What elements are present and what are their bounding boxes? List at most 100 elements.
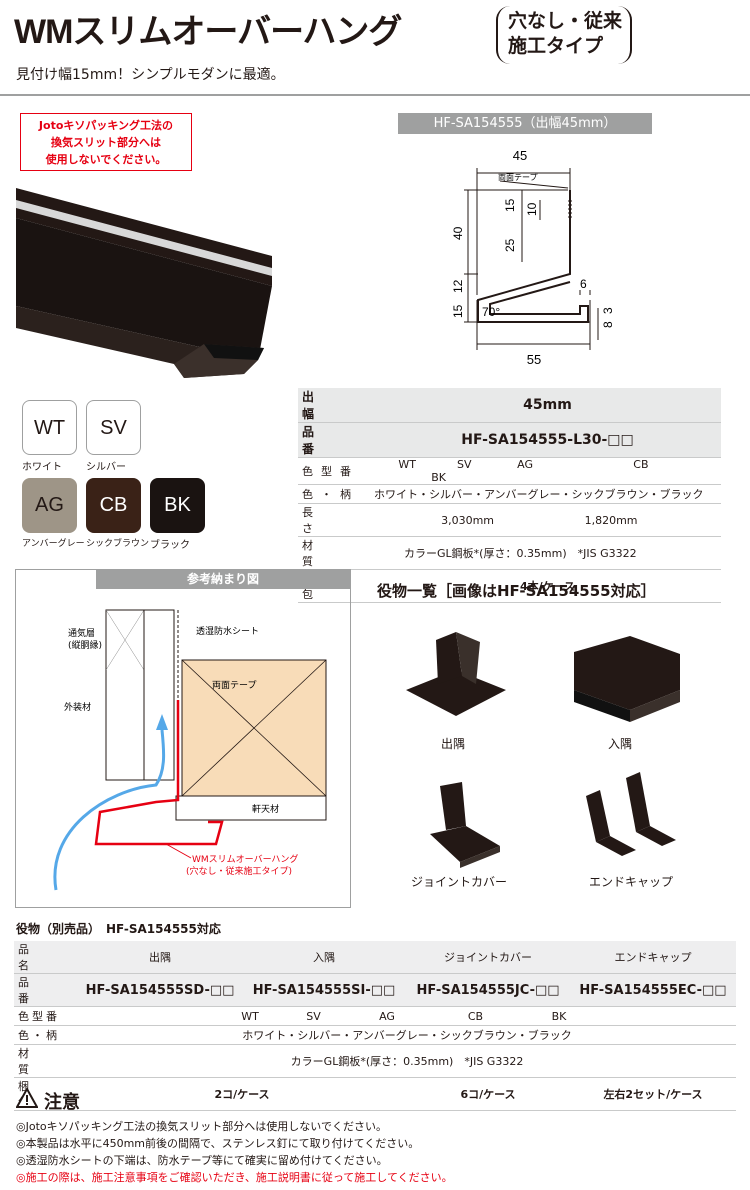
spec-color-code-label: 色型番 [298, 457, 374, 485]
acc-color-codes: WT SV AG CB BK [78, 1006, 736, 1026]
swatch-wt-label: ホワイト [22, 462, 62, 473]
diagram-label-product1: WMスリムオーバーハング [192, 853, 298, 865]
accessory-end-cap-label: エンドキャップ [588, 875, 673, 889]
spec-part-label: 品 番 [298, 422, 374, 458]
page-title: WMスリムオーバーハング [14, 13, 402, 51]
acc-code-sv: SV [306, 1009, 321, 1023]
accessory-inside-corner-label: 入隅 [607, 737, 632, 751]
acc-row-part: 品 番 HF-SA154555SD-□□ HF-SA154555SI-□□ HF… [14, 973, 736, 1007]
note-item-4: ◎施工の際は、施工注意事項をご確認いただき、施工説明書に従って施工してください。 [16, 1171, 453, 1184]
spec-length-values: 3,030mm 1,820mm [374, 503, 721, 537]
spec-table: 出 幅 45mm 品 番 HF-SA154555-L30-□□ 色型番 WT S… [298, 388, 721, 603]
badge-line-2: 施工タイプ [508, 35, 604, 57]
acc-code-wt: WT [241, 1009, 259, 1023]
spec-row-material: 材 質 カラーGL鋼板*(厚さ：0.35mm) *JIS G3322 [298, 536, 721, 570]
warning-line-2: 換気スリット部分へは [51, 136, 161, 149]
spec-code-wt: WT [398, 458, 416, 471]
spec-length-2: 1,820mm [584, 513, 638, 527]
spec-material-label: 材 質 [298, 536, 374, 570]
swatch-ag: AG アンバーグレー [22, 478, 85, 549]
spec-row-width: 出 幅 45mm [298, 388, 721, 423]
accessory-table: 品 名 出隅 入隅 ジョイントカバー エンドキャップ 品 番 HF-SA1545… [14, 941, 736, 1111]
dim-8: 8 [601, 321, 615, 328]
acc-name-4: エンドキャップ [570, 941, 736, 974]
swatch-bk-label: ブラック [150, 540, 190, 551]
spec-code-bk: BK [431, 471, 446, 484]
spec-width-label: 出 幅 [298, 388, 374, 423]
acc-part-label: 品 番 [14, 973, 78, 1007]
spec-row-length: 長 さ 3,030mm 1,820mm [298, 503, 721, 537]
spec-code-ag: AG [517, 458, 533, 471]
spec-row-color: 色・柄 ホワイト・シルバー・アンバーグレー・シックブラウン・ブラック [298, 484, 721, 504]
spec-row-color-code: 色型番 WT SV AG CB BK [298, 457, 721, 485]
reference-diagram: 通気層 (縦胴縁) 透湿防水シート 両面テープ 外装材 軒天材 WMスリムオーバ… [53, 609, 327, 891]
diagram-label-siding: 外装材 [64, 701, 91, 713]
swatch-bk-box: BK [150, 478, 205, 533]
accessory-joint-cover-label: ジョイントカバー [410, 875, 507, 889]
acc-part-3: HF-SA154555JC-□□ [406, 973, 570, 1007]
header-divider [0, 94, 750, 96]
acc-name-1: 出隅 [78, 941, 242, 974]
type-badge: 穴なし・従来 施工タイプ [496, 6, 632, 64]
acc-row-color-code: 色型番 WT SV AG CB BK [14, 1006, 736, 1026]
acc-name-2: 入隅 [242, 941, 406, 974]
spec-row-part: 品 番 HF-SA154555-L30-□□ [298, 422, 721, 458]
acc-pack-1: 2コ/ケース [78, 1077, 406, 1111]
acc-material-label: 材 質 [14, 1044, 78, 1078]
dim-6: 6 [580, 277, 587, 291]
diagram-label-eaves: 軒天材 [252, 803, 279, 815]
warning-line-1: Jotoキソパッキング工法の [38, 119, 174, 132]
acc-pack-2: 6コ/ケース [406, 1077, 570, 1111]
swatch-cb-box: CB [86, 478, 141, 533]
acc-part-1: HF-SA154555SD-□□ [78, 973, 242, 1007]
swatch-sv-label: シルバー [86, 462, 126, 473]
note-item-1: ◎Jotoキソパッキング工法の換気スリット部分へは使用しないでください。 [16, 1120, 387, 1133]
spec-color-codes: WT SV AG CB BK [374, 457, 721, 485]
swatch-wt: WT ホワイト [22, 400, 77, 473]
notes-list: ◎Jotoキソパッキング工法の換気スリット部分へは使用しないでください。 ◎本製… [16, 1118, 453, 1186]
accessory-outside-corner-label: 出隅 [440, 737, 465, 751]
diagram-label-sheet: 透湿防水シート [196, 625, 259, 637]
swatch-bk: BK ブラック [150, 478, 205, 551]
note-item-2: ◎本製品は水平に450mm前後の間隔で、ステンレス釘にて取り付けてください。 [16, 1137, 420, 1150]
acc-color-label: 色・柄 [14, 1025, 78, 1045]
acc-pack-3: 左右2セット/ケース [570, 1077, 736, 1111]
dim-angle: 70° [482, 305, 500, 319]
acc-code-cb: CB [467, 1009, 484, 1023]
dim-tape-label: 両面テープ [498, 173, 538, 182]
acc-part-2: HF-SA154555SI-□□ [242, 973, 406, 1007]
acc-material-value: カラーGL鋼板*(厚さ：0.35mm) *JIS G3322 [78, 1044, 736, 1078]
swatch-cb: CB シックブラウン [86, 478, 149, 549]
warning-line-3: 使用しないでください。 [45, 153, 167, 166]
dim-top-width: 45 [513, 148, 527, 163]
spec-length-label: 長 さ [298, 503, 374, 537]
cross-section-drawing: 45 両面テープ 15 10 40 25 12 15 70° 6 3 8 55 [451, 148, 615, 367]
product-image [16, 188, 272, 378]
swatch-wt-box: WT [22, 400, 77, 455]
reference-diagram-heading: 参考納まり図 [96, 569, 350, 589]
acc-row-color: 色・柄 ホワイト・シルバー・アンバーグレー・シックブラウン・ブラック [14, 1025, 736, 1045]
diagram-label-tape: 両面テープ [212, 680, 256, 691]
acc-part-4: HF-SA154555EC-□□ [570, 973, 736, 1007]
accessory-inside-corner-image [574, 636, 680, 722]
model-label: HF-SA154555（出幅45mm） [398, 113, 652, 134]
spec-color-value: ホワイト・シルバー・アンバーグレー・シックブラウン・ブラック [374, 484, 721, 504]
dim-12: 12 [451, 279, 465, 293]
acc-name-3: ジョイントカバー [406, 941, 570, 974]
swatch-ag-box: AG [22, 478, 77, 533]
acc-color-code-label: 色型番 [14, 1006, 78, 1026]
accessory-outside-corner-image [406, 632, 506, 716]
spec-width-value: 45mm [374, 388, 721, 423]
accessories-title: 役物一覧［画像はHF-SA154555対応］ [377, 582, 656, 600]
dim-bottom-width: 55 [527, 352, 541, 367]
diagram-label-product2: (穴なし・従来施工タイプ) [186, 865, 292, 877]
accessory-table-title: 役物（別売品） HF-SA154555対応 [16, 922, 221, 936]
spec-length-1: 3,030mm [441, 513, 494, 527]
acc-code-bk: BK [551, 1009, 567, 1023]
dim-40: 40 [451, 226, 465, 240]
acc-row-pack: 梱 包 2コ/ケース 6コ/ケース 左右2セット/ケース [14, 1077, 736, 1111]
spec-pack-value: 4本/ケース [374, 569, 721, 603]
acc-code-ag: AG [379, 1009, 395, 1023]
accessory-joint-cover-image [430, 782, 500, 868]
dim-25: 25 [503, 238, 517, 252]
